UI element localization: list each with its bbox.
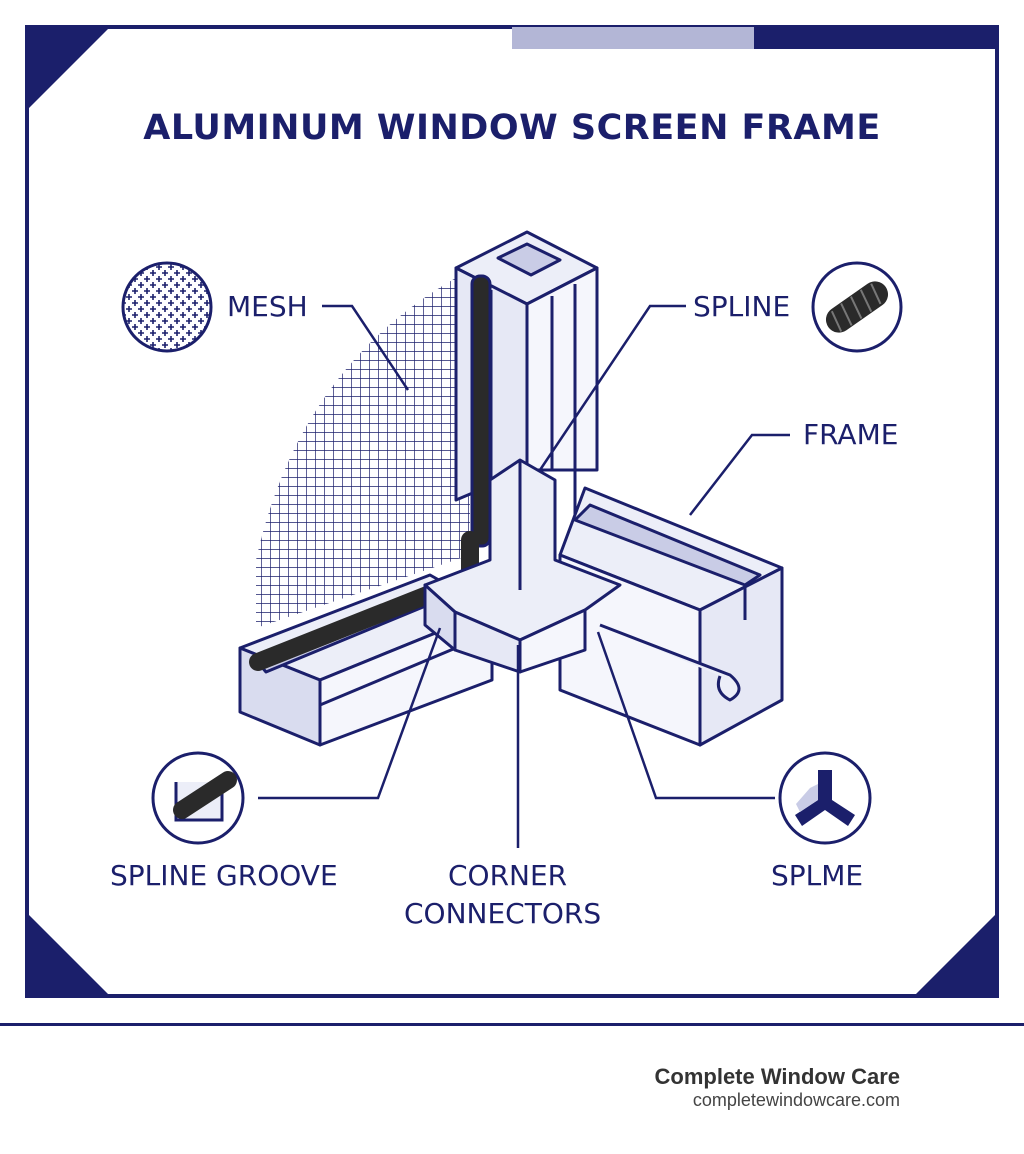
label-mesh: MESH: [227, 290, 308, 323]
label-spline: SPLINE: [693, 290, 791, 323]
mesh-icon: [121, 261, 213, 353]
brand-name: Complete Window Care: [654, 1064, 901, 1089]
corner-connector-icon: [778, 751, 872, 845]
leader-lines: [258, 304, 790, 848]
label-corner-connectors-line1: CORNER: [448, 859, 568, 892]
brand-url[interactable]: completewindowcare.com: [692, 1090, 900, 1110]
spline-groove-icon: [151, 751, 245, 845]
spline-icon: [811, 261, 903, 353]
footer-divider: [0, 1023, 1024, 1026]
label-spline-groove: SPLINE GROOVE: [110, 859, 338, 892]
diagram-title: ALUMINUM WINDOW SCREEN FRAME: [143, 108, 881, 148]
label-corner-connectors-line2: CONNECTORS: [404, 897, 602, 930]
border-frame: [25, 25, 999, 998]
label-splme: SPLME: [771, 859, 864, 892]
label-frame: FRAME: [803, 418, 899, 451]
